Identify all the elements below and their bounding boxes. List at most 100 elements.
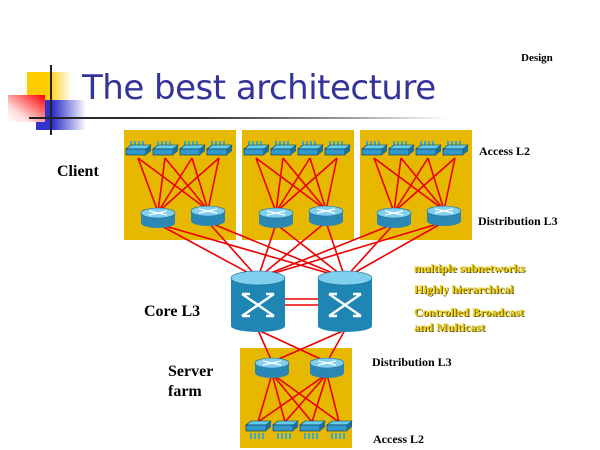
distribution-core-link xyxy=(344,223,395,279)
port-icon xyxy=(256,141,258,147)
distribution-core-link xyxy=(257,221,445,279)
access-switch-client-3-2 xyxy=(388,141,415,156)
switch-front xyxy=(152,148,174,156)
port-icon xyxy=(314,141,316,147)
access-distribution-link xyxy=(443,157,456,211)
port-icon xyxy=(138,141,140,147)
router-arrows-icon xyxy=(198,208,218,214)
port-icon xyxy=(262,433,264,439)
port-icon xyxy=(312,433,314,439)
distribution-core-link xyxy=(207,221,259,279)
distribution-router-client-2-1 xyxy=(258,207,294,228)
router-bottom xyxy=(191,216,225,226)
core-switch-bottom xyxy=(318,320,372,332)
switch-front xyxy=(270,148,292,156)
server-distribution-label: Distribution L3 xyxy=(372,355,452,369)
distribution-router-client-1-2 xyxy=(190,205,226,226)
distribution-router-client-2-2 xyxy=(308,205,344,226)
port-icon xyxy=(329,141,331,147)
links-layer xyxy=(137,157,456,423)
router-bottom xyxy=(310,368,344,378)
port-icon xyxy=(459,141,461,147)
core-server-link xyxy=(257,329,328,363)
port-icon xyxy=(405,141,407,147)
port-icon xyxy=(331,433,333,439)
distribution-core-link xyxy=(257,221,327,279)
port-icon xyxy=(219,141,221,147)
switch-side xyxy=(227,145,232,155)
access-switch-client-2-3 xyxy=(297,141,324,156)
section-label: Design xyxy=(521,52,553,64)
access-distribution-link xyxy=(255,157,277,213)
core-switch-body xyxy=(318,278,372,326)
access-distribution-link xyxy=(137,157,209,211)
port-icon xyxy=(134,141,136,147)
access-distribution-link xyxy=(275,157,338,213)
core-server-link xyxy=(257,329,273,363)
switch-side xyxy=(173,145,178,155)
port-icon xyxy=(428,141,430,147)
access-distribution-link xyxy=(400,157,445,211)
port-icon xyxy=(188,141,190,147)
access-distribution-link xyxy=(275,157,284,213)
port-icon xyxy=(397,141,399,147)
distribution-core-link xyxy=(257,223,277,279)
server-distribution-access-link xyxy=(311,373,328,423)
switch-side xyxy=(382,145,387,155)
server-farm-label-line2: farm xyxy=(168,383,202,400)
access-distribution-link xyxy=(275,157,311,213)
server-farm-label: Server farm xyxy=(168,362,213,402)
devices-layer xyxy=(125,141,469,439)
server-distribution-access-link xyxy=(271,373,286,423)
slide-title: The best architecture xyxy=(82,68,436,108)
port-icon xyxy=(192,141,194,147)
port-icon xyxy=(252,141,254,147)
client-access-label: Access L2 xyxy=(479,144,530,158)
distribution-core-link xyxy=(157,223,259,279)
port-icon xyxy=(306,141,308,147)
port-icon xyxy=(258,433,260,439)
port-icon xyxy=(211,141,213,147)
router-arrows-icon xyxy=(262,360,282,366)
access-distribution-link xyxy=(164,157,209,211)
port-icon xyxy=(275,141,277,147)
switch-side xyxy=(266,421,271,431)
core-server-link xyxy=(326,329,346,363)
port-icon xyxy=(424,141,426,147)
port-icon xyxy=(215,141,217,147)
switch-side xyxy=(347,421,352,431)
port-icon xyxy=(248,141,250,147)
port-icon xyxy=(374,141,376,147)
port-icon xyxy=(308,433,310,439)
switch-side xyxy=(436,145,441,155)
access-switch-server-2 xyxy=(272,420,299,439)
server-distribution-access-link xyxy=(257,373,328,423)
feature-3: Controlled Broadcast xyxy=(414,305,524,319)
router-bottom xyxy=(259,218,293,228)
router-bottom xyxy=(377,218,411,228)
distribution-core-link xyxy=(344,221,445,279)
port-icon xyxy=(142,141,144,147)
port-icon xyxy=(432,141,434,147)
port-icon xyxy=(260,141,262,147)
router-bottom xyxy=(255,368,289,378)
port-icon xyxy=(310,141,312,147)
client-label: Client xyxy=(57,163,99,180)
feature-1: multiple subnetworks xyxy=(414,261,526,275)
port-icon xyxy=(165,141,167,147)
server-distribution-access-link xyxy=(326,373,340,423)
switch-side xyxy=(200,145,205,155)
core-switch-bottom xyxy=(231,320,285,332)
core-switch-1 xyxy=(230,270,286,332)
port-icon xyxy=(451,141,453,147)
access-distribution-link xyxy=(207,157,220,211)
access-switch-client-3-1 xyxy=(361,141,388,156)
core-switch-top xyxy=(317,270,373,286)
access-distribution-link xyxy=(427,157,445,211)
port-icon xyxy=(279,141,281,147)
port-icon xyxy=(447,141,449,147)
access-switch-client-1-4 xyxy=(206,141,233,156)
switch-front xyxy=(297,148,319,156)
access-switch-client-2-2 xyxy=(270,141,297,156)
distribution-core-link xyxy=(275,223,346,279)
